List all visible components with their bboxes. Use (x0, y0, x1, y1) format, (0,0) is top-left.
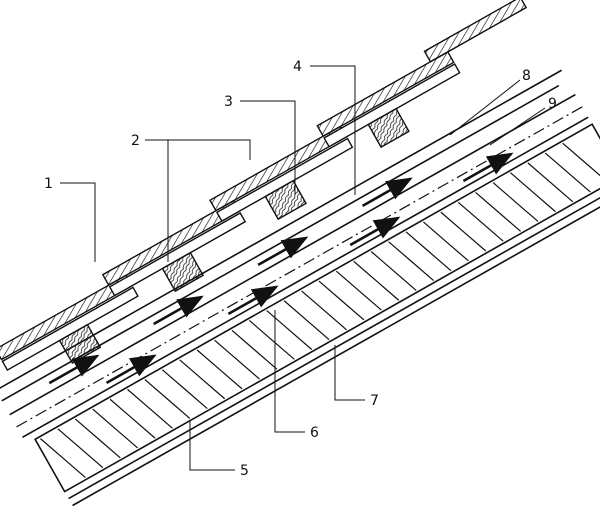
leader-lines (60, 65, 546, 471)
callout-9: 9 (548, 96, 557, 112)
callout-7: 7 (370, 393, 379, 409)
callout-labels: 1 2 3 4 8 9 7 6 5 (44, 59, 557, 479)
callout-8: 8 (522, 68, 531, 84)
leader-6 (274, 310, 305, 433)
ventilation-gap (9, 93, 589, 439)
callout-2: 2 (131, 133, 140, 149)
callout-6: 6 (310, 425, 319, 441)
insulation-fill (40, 142, 600, 478)
leader-8 (449, 79, 521, 136)
leader-3 (240, 100, 296, 195)
leader-2b (168, 139, 251, 160)
airflow-arrows (48, 152, 514, 385)
leader-9 (489, 107, 546, 146)
leader-4 (310, 65, 356, 195)
roof-tiles (0, 0, 528, 371)
inner-lining (68, 182, 600, 507)
roof-tile (316, 50, 455, 138)
leader-5 (189, 420, 235, 471)
roof-tile (423, 0, 528, 63)
leader-1 (60, 182, 96, 262)
callout-5: 5 (240, 463, 249, 479)
tile-batten (367, 107, 410, 149)
tile-battens (58, 107, 410, 365)
callout-1: 1 (44, 176, 53, 192)
leader-7 (334, 345, 365, 401)
tile-batten (264, 179, 307, 221)
callout-3: 3 (224, 94, 233, 110)
insulation-layer (34, 123, 600, 493)
tile-batten (161, 251, 205, 293)
callout-4: 4 (293, 59, 302, 75)
